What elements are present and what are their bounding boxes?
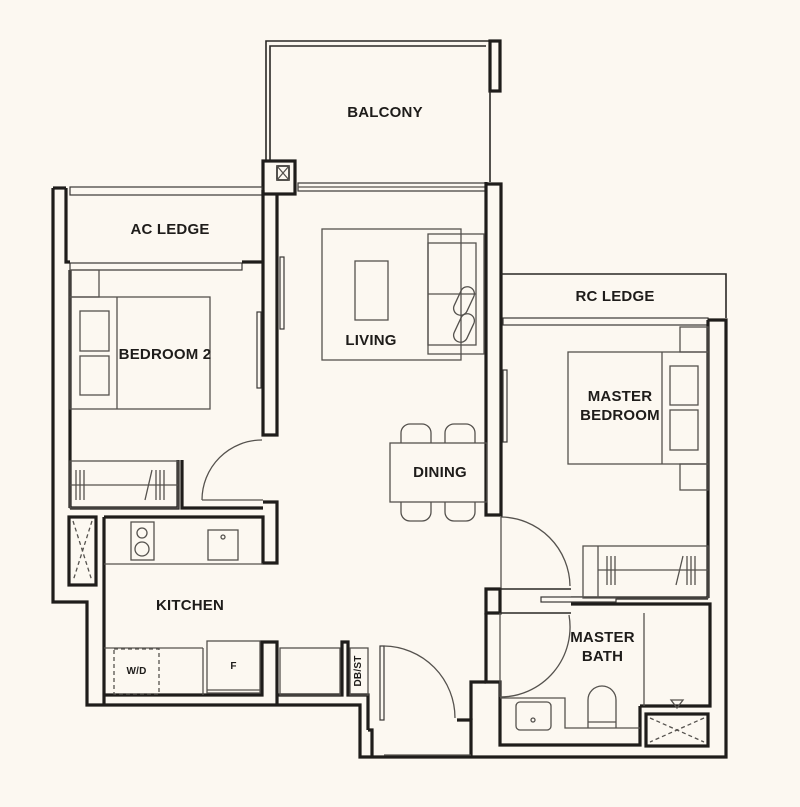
master-bedroom-window <box>502 317 709 326</box>
fixture-label-db-st: DB/ST <box>353 655 364 687</box>
living-tv-console <box>279 256 285 330</box>
master-tv-console <box>502 369 508 443</box>
bedroom2-window <box>69 262 243 271</box>
washer-dryer-box <box>113 648 160 695</box>
stove-icon <box>130 521 155 561</box>
dining-table <box>389 423 488 522</box>
room-label-balcony: BALCONY <box>347 104 423 121</box>
room-label-master-bath: MASTER BATH <box>570 629 635 665</box>
master-bed <box>567 326 709 491</box>
kitchen-bottom-counter <box>104 640 369 696</box>
room-label-ac-ledge: AC LEDGE <box>130 221 210 238</box>
sink-icon <box>207 529 239 561</box>
entrance-door <box>379 645 471 756</box>
shaft-icon <box>261 159 297 196</box>
service-duct-icon <box>67 515 98 587</box>
bath-sliding-door <box>540 596 617 603</box>
toilet-icon <box>587 685 617 728</box>
master-bath-fixtures <box>500 685 640 731</box>
room-label-dining: DINING <box>413 464 467 481</box>
bedroom2-tv-console <box>256 311 262 389</box>
master-bath-door <box>499 613 571 698</box>
living-sofa <box>321 228 485 361</box>
fixture-label-fridge: F <box>230 661 237 672</box>
room-label-bedroom2: BEDROOM 2 <box>118 346 212 363</box>
room-label-rc-ledge: RC LEDGE <box>575 288 655 305</box>
bedroom2-door <box>201 439 263 501</box>
master-bedroom-door <box>500 516 571 588</box>
room-label-living: LIVING <box>345 332 397 349</box>
room-label-kitchen: KITCHEN <box>155 597 225 614</box>
fixture-label-washer-dryer: W/D <box>126 666 147 677</box>
room-label-master-bedroom: MASTER BEDROOM <box>580 388 660 424</box>
bedroom2-wardrobe <box>69 460 179 509</box>
bedroom2-bed <box>69 269 211 410</box>
shower-drain-icon <box>644 699 710 748</box>
ac-ledge-rail <box>69 186 263 196</box>
db-st-box <box>349 647 369 696</box>
basin-icon <box>515 701 552 731</box>
balcony-column <box>488 39 502 93</box>
kitchen-counter <box>104 521 263 565</box>
fridge-box <box>206 640 261 694</box>
master-wardrobe <box>582 545 709 599</box>
